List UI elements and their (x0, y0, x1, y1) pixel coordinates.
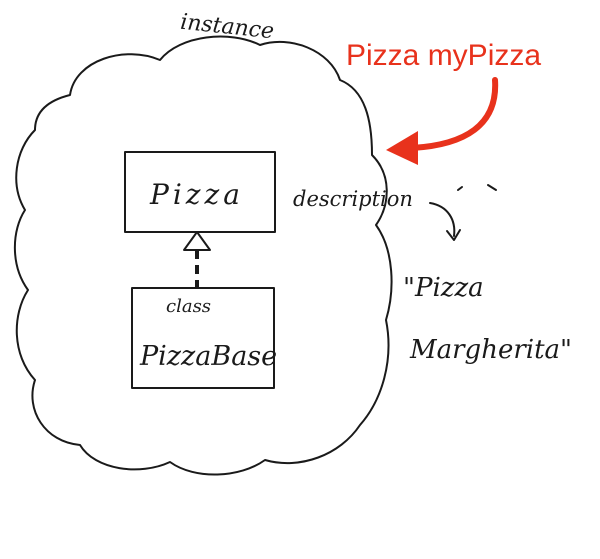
arrow-head-icon (386, 131, 418, 165)
pizza-class-box (124, 151, 276, 233)
value-line-1: "Pizza (403, 273, 484, 303)
variable-declaration-label: Pizza myPizza (346, 39, 541, 72)
cloud-outline-icon (13, 35, 393, 476)
small-arrow-head-icon (446, 229, 461, 241)
value-line-2: Margherita" (409, 335, 572, 365)
curved-arrow-icon (409, 77, 499, 151)
stray-mark (457, 184, 497, 191)
pizza-base-label: PizzaBase (139, 341, 277, 372)
small-arrow-icon (429, 202, 456, 237)
hollow-triangle-arrow-icon (183, 231, 211, 251)
base-class-keyword: class (166, 296, 211, 317)
pizza-base-box (131, 287, 275, 389)
description-property-label: description (293, 187, 413, 211)
pizza-class-label: Pizza (149, 178, 244, 211)
